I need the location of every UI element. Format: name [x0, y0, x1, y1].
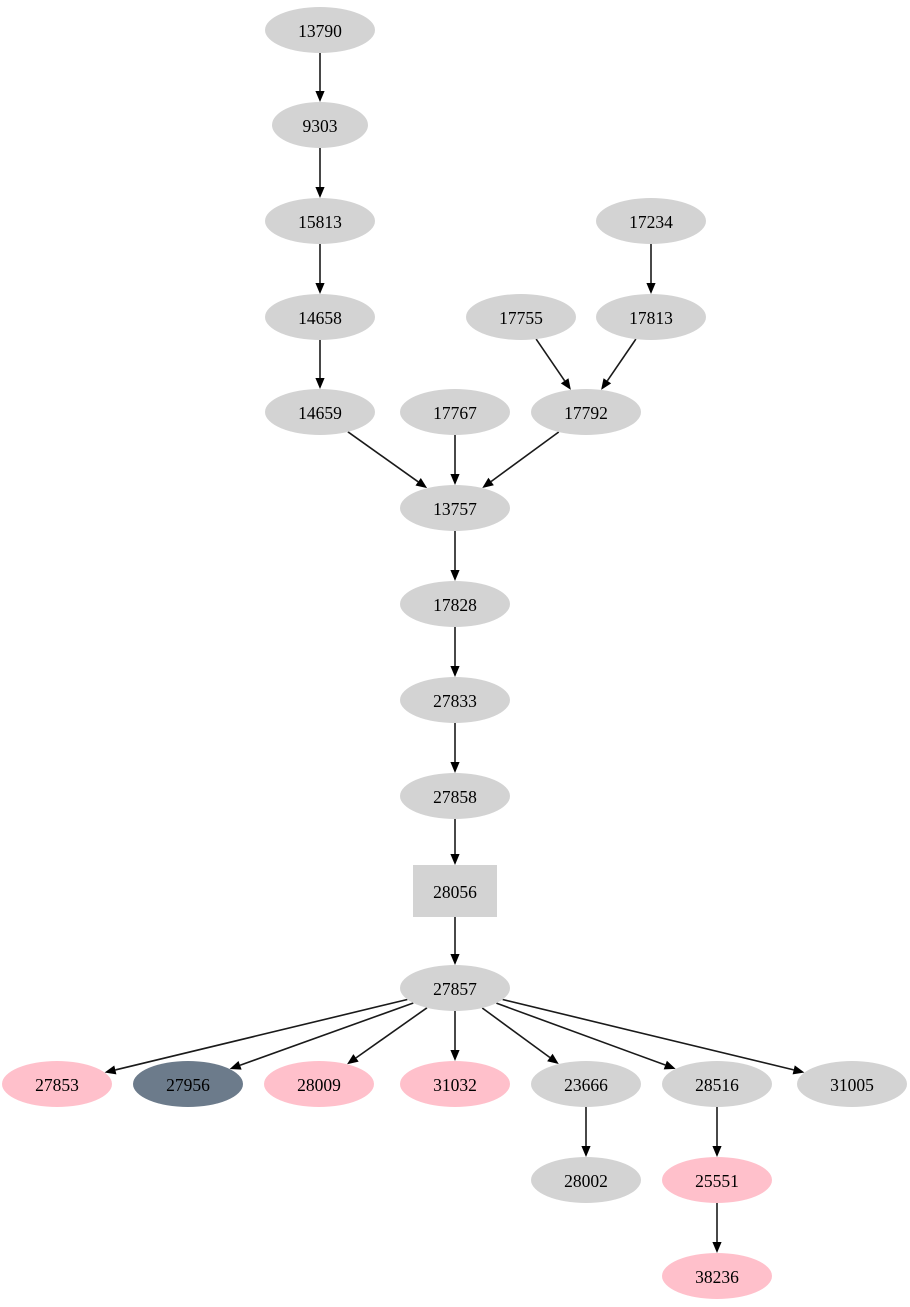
node-ellipse-shape[interactable] [596, 198, 706, 244]
graph-edge-arrowhead [315, 283, 325, 294]
node-ellipse-shape[interactable] [531, 1061, 641, 1107]
graph-node-13790[interactable]: 13790 [265, 7, 375, 53]
node-ellipse-shape[interactable] [265, 389, 375, 435]
graph-edge [535, 338, 566, 382]
graph-edge-arrowhead [450, 954, 460, 965]
graph-edge-arrowhead [712, 1146, 722, 1157]
graph-node-9303[interactable]: 9303 [272, 102, 368, 148]
graph-node-14659[interactable]: 14659 [265, 389, 375, 435]
graph-node-27857[interactable]: 27857 [400, 965, 510, 1011]
graph-edge [239, 1002, 414, 1067]
edges-layer [104, 53, 805, 1253]
node-ellipse-shape[interactable] [662, 1253, 772, 1299]
graph-edge-arrowhead [450, 474, 460, 485]
graph-edge [115, 998, 408, 1071]
graph-edge-arrowhead [450, 666, 460, 677]
graph-edge-arrowhead [229, 1060, 242, 1070]
graph-edge-arrowhead [347, 1054, 359, 1065]
graph-edge-arrowhead [601, 378, 612, 390]
graph-node-28009[interactable]: 28009 [264, 1061, 374, 1107]
graph-edge-arrowhead [315, 91, 325, 102]
node-ellipse-shape[interactable] [400, 677, 510, 723]
graph-node-31032[interactable]: 31032 [400, 1061, 510, 1107]
node-ellipse-shape[interactable] [400, 1061, 510, 1107]
graph-node-23666[interactable]: 23666 [531, 1061, 641, 1107]
graph-edge [481, 1007, 551, 1059]
graph-edge-arrowhead [104, 1065, 117, 1075]
node-ellipse-shape[interactable] [400, 389, 510, 435]
node-ellipse-shape[interactable] [400, 581, 510, 627]
graph-node-28056[interactable]: 28056 [413, 865, 497, 917]
graph-node-13757[interactable]: 13757 [400, 485, 510, 531]
graph-edge-arrowhead [792, 1065, 805, 1075]
graph-node-31005[interactable]: 31005 [797, 1061, 907, 1107]
graph-node-27858[interactable]: 27858 [400, 773, 510, 819]
graph-edge-arrowhead [712, 1242, 722, 1253]
node-ellipse-shape[interactable] [400, 965, 510, 1011]
graph-node-17813[interactable]: 17813 [596, 294, 706, 340]
graph-node-14658[interactable]: 14658 [265, 294, 375, 340]
node-ellipse-shape[interactable] [400, 773, 510, 819]
node-ellipse-shape[interactable] [531, 1157, 641, 1203]
node-box-shape[interactable] [413, 865, 497, 917]
graph-node-27853[interactable]: 27853 [2, 1061, 112, 1107]
graph-edge [502, 998, 794, 1071]
graph-edge-arrowhead [547, 1053, 559, 1065]
graph-edge-arrowhead [415, 478, 428, 489]
graph-node-25551[interactable]: 25551 [662, 1157, 772, 1203]
node-ellipse-shape[interactable] [466, 294, 576, 340]
graph-edge-arrowhead [450, 762, 460, 773]
graph-node-28516[interactable]: 28516 [662, 1061, 772, 1107]
graph-edge [490, 431, 560, 483]
graph-node-27956[interactable]: 27956 [133, 1061, 243, 1107]
node-ellipse-shape[interactable] [265, 294, 375, 340]
graph-edge [355, 1007, 428, 1059]
node-ellipse-shape[interactable] [265, 7, 375, 53]
graph-edge-arrowhead [450, 1050, 460, 1061]
graph-edge [496, 1002, 666, 1066]
graph-edge-arrowhead [663, 1060, 676, 1070]
node-ellipse-shape[interactable] [662, 1157, 772, 1203]
graph-edge-arrowhead [482, 477, 494, 489]
graph-node-17828[interactable]: 17828 [400, 581, 510, 627]
graph-node-28002[interactable]: 28002 [531, 1157, 641, 1203]
graph-edge-arrowhead [315, 378, 325, 389]
node-ellipse-shape[interactable] [272, 102, 368, 148]
graph-edge [347, 431, 419, 483]
graph-edge [606, 338, 637, 382]
graph-node-17234[interactable]: 17234 [596, 198, 706, 244]
graph-node-17755[interactable]: 17755 [466, 294, 576, 340]
node-ellipse-shape[interactable] [400, 485, 510, 531]
graph-edge-arrowhead [315, 187, 325, 198]
node-ellipse-shape[interactable] [133, 1061, 243, 1107]
graph-node-17792[interactable]: 17792 [531, 389, 641, 435]
graph-node-38236[interactable]: 38236 [662, 1253, 772, 1299]
graph-node-17767[interactable]: 17767 [400, 389, 510, 435]
graph-edge-arrowhead [560, 378, 571, 390]
node-ellipse-shape[interactable] [265, 198, 375, 244]
graph-edge-arrowhead [450, 854, 460, 865]
node-ellipse-shape[interactable] [264, 1061, 374, 1107]
graph-node-27833[interactable]: 27833 [400, 677, 510, 723]
node-ellipse-shape[interactable] [2, 1061, 112, 1107]
node-ellipse-shape[interactable] [797, 1061, 907, 1107]
graph-node-15813[interactable]: 15813 [265, 198, 375, 244]
graph-edge-arrowhead [646, 283, 656, 294]
graph-edge-arrowhead [450, 570, 460, 581]
graph-edge-arrowhead [581, 1146, 591, 1157]
node-ellipse-shape[interactable] [531, 389, 641, 435]
node-ellipse-shape[interactable] [596, 294, 706, 340]
node-ellipse-shape[interactable] [662, 1061, 772, 1107]
